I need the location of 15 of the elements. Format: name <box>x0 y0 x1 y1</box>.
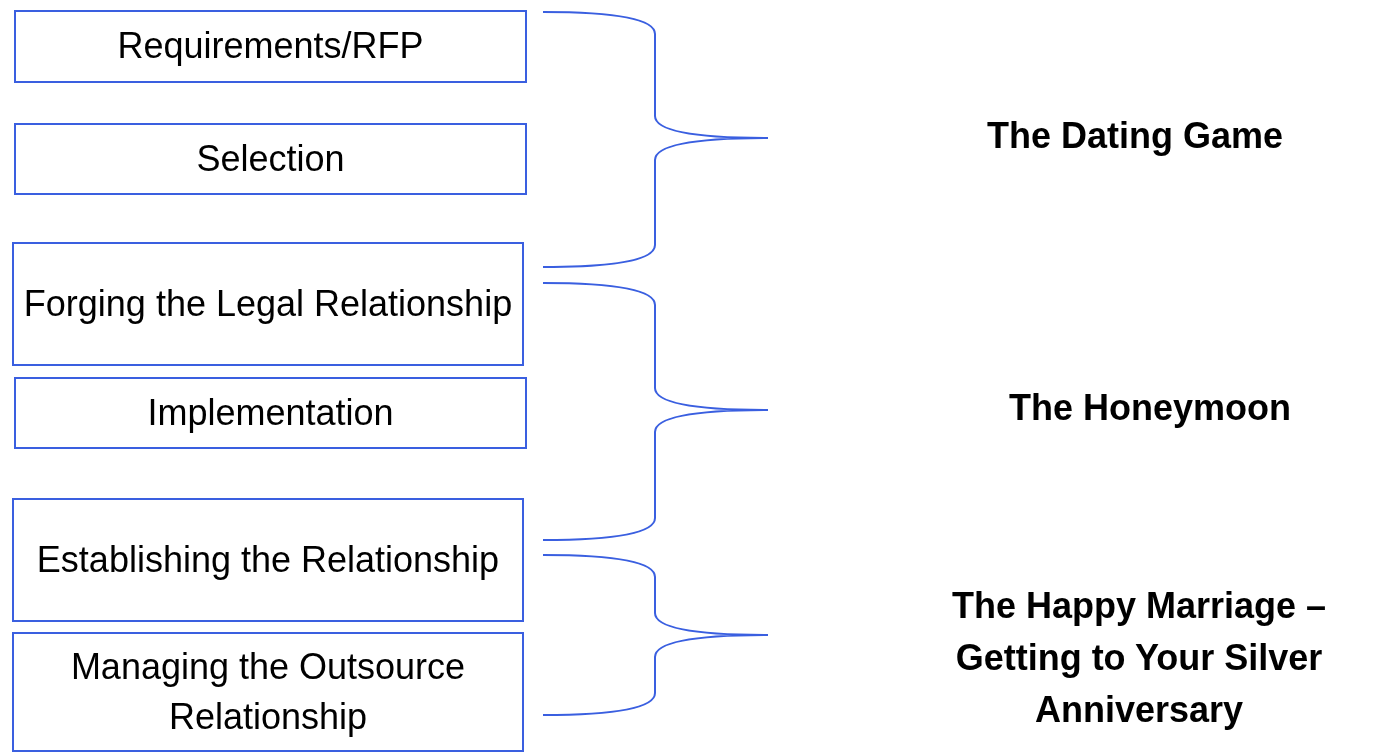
process-box <box>14 10 527 83</box>
box-label: Forging the Legal Relationship <box>23 281 513 326</box>
process-box <box>12 632 524 752</box>
box-label: Implementation <box>147 390 394 435</box>
phase-label: The Honeymoon <box>1008 386 1292 430</box>
box-label: Selection <box>196 136 345 181</box>
box-label: Managing the Outsource Relationship <box>69 644 467 739</box>
phase-label: The Dating Game <box>985 114 1285 158</box>
phase-label: The Happy Marriage – Getting to Your Silver Anniversary <box>950 584 1328 733</box>
process-box <box>12 498 524 622</box>
box-label: Requirements/RFP <box>117 24 424 69</box>
process-box <box>12 242 524 366</box>
process-box <box>14 377 527 449</box>
box-label: Establishing the Relationship <box>36 537 500 582</box>
process-box <box>14 123 527 195</box>
